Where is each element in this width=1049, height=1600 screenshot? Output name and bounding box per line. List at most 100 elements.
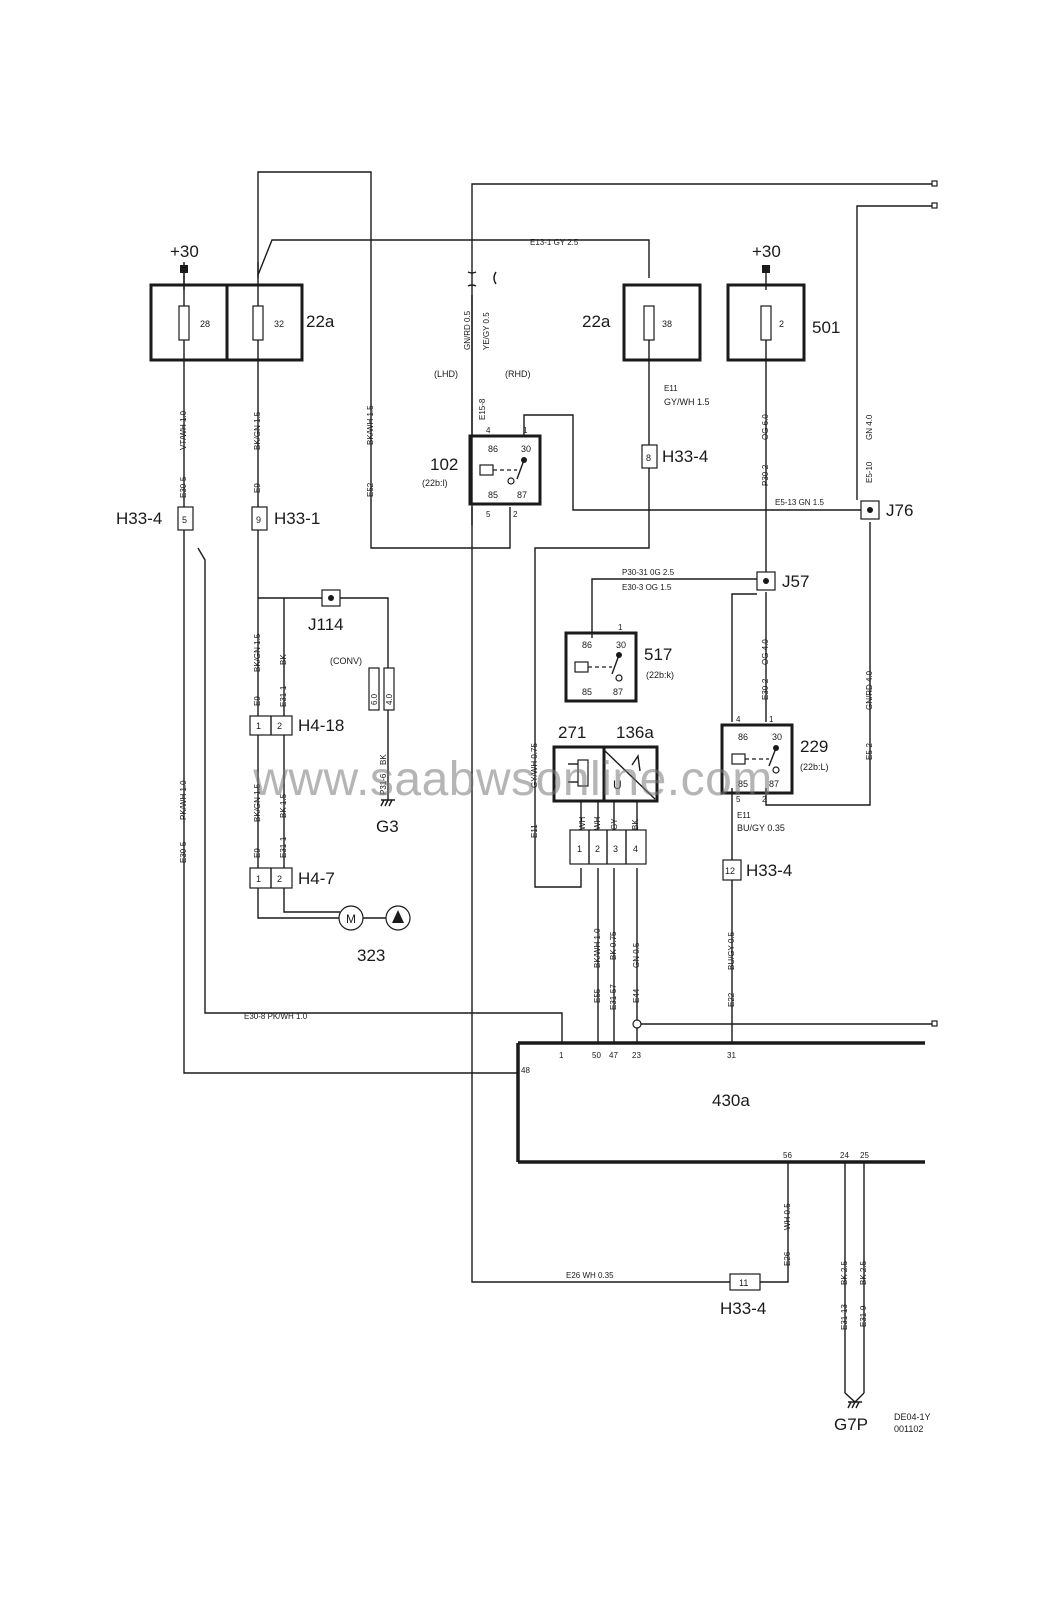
svg-text:1: 1 xyxy=(256,721,261,731)
svg-text:BK 2.5: BK 2.5 xyxy=(859,1260,868,1285)
svg-text:2: 2 xyxy=(762,795,767,804)
svg-text:5: 5 xyxy=(182,515,187,525)
svg-text:H33-4: H33-4 xyxy=(662,447,708,466)
svg-text:J57: J57 xyxy=(782,572,809,591)
svg-text:E11: E11 xyxy=(530,824,539,838)
terminal-e44 xyxy=(931,1020,938,1027)
svg-text:YE/GY 0.5: YE/GY 0.5 xyxy=(482,312,491,350)
wire-labels: E13-1 GY 2.5 E11 GY/WH 1.5 VT/WH 1.0 E30… xyxy=(179,238,874,1330)
svg-text:4: 4 xyxy=(486,426,491,435)
svg-text:32: 32 xyxy=(274,319,284,329)
svg-text:28: 28 xyxy=(200,319,210,329)
relay-517-ref: (22b:k) xyxy=(646,670,674,680)
svg-text:30: 30 xyxy=(616,640,626,650)
svg-text:1: 1 xyxy=(618,623,623,632)
svg-text:E26 WH 0.35: E26 WH 0.35 xyxy=(566,1271,614,1280)
connector-h33-1-pin9: 9 H33-1 xyxy=(251,506,320,531)
svg-text:G7P: G7P xyxy=(834,1415,868,1434)
svg-text:(LHD): (LHD) xyxy=(434,369,458,379)
connector-h33-4-pin5: 5 H33-4 xyxy=(116,506,194,531)
svg-text:E31-1: E31-1 xyxy=(279,685,288,707)
connector-h4-7: 1 2 H4-7 xyxy=(249,867,335,889)
svg-text:E55: E55 xyxy=(593,988,602,1003)
wire-motor-b xyxy=(283,888,340,913)
svg-text:E30-2: E30-2 xyxy=(761,678,770,700)
terminal-top-1 xyxy=(931,180,938,187)
svg-text:VT/WH 1.0: VT/WH 1.0 xyxy=(179,410,188,450)
svg-text:BK/WH 1.5: BK/WH 1.5 xyxy=(366,405,375,445)
fuse-38 xyxy=(643,305,655,341)
fuse-box-501: 2 501 xyxy=(726,283,840,362)
relay-229-name: 229 xyxy=(800,737,828,756)
svg-text:H33-4: H33-4 xyxy=(116,509,162,528)
svg-text:J114: J114 xyxy=(308,615,344,634)
sensor-136a-label: 136a xyxy=(616,723,654,742)
sensor-271-136a: U 271 136a WH WH GY BK xyxy=(552,723,659,830)
svg-text:PK/WH 1.0: PK/WH 1.0 xyxy=(179,780,188,820)
svg-text:GN/RD 0.5: GN/RD 0.5 xyxy=(463,310,472,350)
ground-g7p: G7P xyxy=(834,1401,868,1434)
svg-text:BK 2.5: BK 2.5 xyxy=(840,1260,849,1285)
svg-text:WH: WH xyxy=(578,816,587,830)
connector-h4-18: 1 2 H4-18 xyxy=(249,715,344,736)
sensor-271-label: 271 xyxy=(558,723,586,742)
svg-text:2: 2 xyxy=(277,874,282,884)
svg-text:9: 9 xyxy=(256,515,261,525)
svg-text:DE04-1Y: DE04-1Y xyxy=(894,1412,931,1422)
fuse-box-label: 22a xyxy=(582,312,611,331)
svg-text:2: 2 xyxy=(277,721,282,731)
svg-text:25: 25 xyxy=(860,1151,869,1160)
svg-text:3: 3 xyxy=(613,844,618,854)
svg-text:E44: E44 xyxy=(632,988,641,1003)
svg-text:8: 8 xyxy=(646,453,651,463)
svg-text:E15-8: E15-8 xyxy=(478,398,487,420)
connector-h33-4-pin12: 12 H33-4 xyxy=(722,859,792,881)
svg-text:E52: E52 xyxy=(366,482,375,497)
svg-text:E30-5: E30-5 xyxy=(179,841,188,863)
wire-end-terminals xyxy=(632,180,938,1029)
svg-text:BK: BK xyxy=(279,654,288,665)
svg-text:1: 1 xyxy=(769,715,774,724)
svg-text:E31-13: E31-13 xyxy=(840,1304,849,1330)
svg-text:87: 87 xyxy=(517,490,527,500)
ecu-430a: 430a 1 50 47 23 31 48 56 24 25 xyxy=(516,1041,925,1164)
supply-left: +30 xyxy=(170,242,199,290)
svg-text:(RHD): (RHD) xyxy=(505,369,531,379)
wire-e26 xyxy=(471,507,740,1283)
svg-text:BK/GN 1.5: BK/GN 1.5 xyxy=(253,633,262,672)
svg-text:2: 2 xyxy=(513,510,518,519)
svg-text:48: 48 xyxy=(521,1066,530,1075)
svg-text:OG 6.0: OG 6.0 xyxy=(761,414,770,440)
svg-text:85: 85 xyxy=(738,779,748,789)
supply-label-left: +30 xyxy=(170,242,199,261)
svg-text:86: 86 xyxy=(488,444,498,454)
svg-text:BK 1.5: BK 1.5 xyxy=(279,793,288,818)
relay-102-ref: (22b:l) xyxy=(422,478,448,488)
svg-text:E31-1: E31-1 xyxy=(279,836,288,858)
lhd-rhd-branch: GN/RD 0.5 YE/GY 0.5 (LHD) (RHD) E15-8 xyxy=(434,271,531,420)
svg-text:E9: E9 xyxy=(253,848,262,858)
svg-text:12: 12 xyxy=(725,866,735,876)
svg-text:H4-7: H4-7 xyxy=(298,869,335,888)
wire-pin48 xyxy=(183,530,518,1074)
motor-323: M 323 xyxy=(338,905,411,965)
svg-text:E26: E26 xyxy=(783,1251,792,1266)
svg-text:BK/WH 1.0: BK/WH 1.0 xyxy=(593,928,602,968)
fuse-box-22a-left: 28 32 22a xyxy=(149,283,335,362)
relay-229: 86 30 85 87 4 1 5 2 229 (22b:L) xyxy=(720,715,829,804)
svg-text:1: 1 xyxy=(559,1051,564,1060)
svg-text:2: 2 xyxy=(779,319,784,329)
svg-text:OG 4.0: OG 4.0 xyxy=(761,639,770,665)
svg-text:2: 2 xyxy=(595,844,600,854)
wire-p30-31 xyxy=(591,578,757,638)
svg-text:GY/WH 1.5: GY/WH 1.5 xyxy=(664,397,710,407)
svg-text:BK/GN 1.5: BK/GN 1.5 xyxy=(253,411,262,450)
svg-text:86: 86 xyxy=(738,732,748,742)
svg-text:J76: J76 xyxy=(886,501,913,520)
svg-text:BK/GN 1.5: BK/GN 1.5 xyxy=(253,783,262,822)
svg-text:56: 56 xyxy=(783,1151,792,1160)
svg-text:GY/WH 0.75: GY/WH 0.75 xyxy=(530,743,539,788)
wire-bkwh xyxy=(257,171,511,549)
svg-text:31: 31 xyxy=(727,1051,736,1060)
